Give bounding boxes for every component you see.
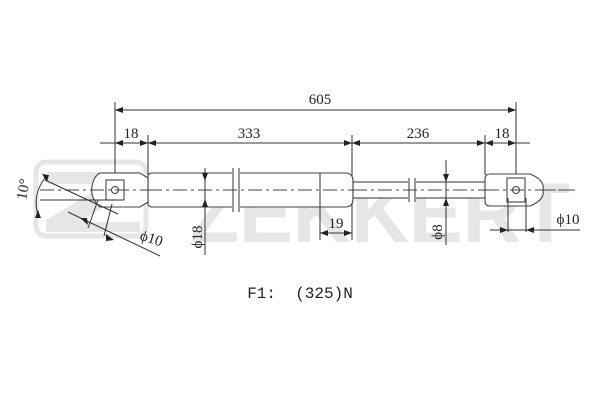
dim-overall: 605 [115, 92, 516, 113]
dim-left-eye-diameter: ϕ10 [67, 199, 165, 257]
dim-rod-diameter: ϕ8 [430, 160, 449, 245]
left-end-length-label: 18 [124, 126, 139, 142]
cylinder-body [147, 168, 354, 212]
rod-diameter-label: ϕ8 [430, 224, 446, 239]
dim-cap-length: 19 [320, 216, 352, 236]
dim-segments: 18 333 236 18 [100, 126, 530, 146]
rod-length-label: 236 [407, 126, 430, 142]
left-eye-diameter-label: ϕ10 [138, 228, 165, 250]
cylinder-diameter-label: ϕ18 [190, 226, 206, 249]
dim-left-angle: 10° [14, 174, 119, 218]
cylinder-length-label: 333 [238, 126, 261, 142]
piston-rod [352, 178, 487, 202]
right-eye-fitting [484, 173, 575, 207]
dim-right-eye-diameter: ϕ10 [490, 198, 580, 233]
force-spec-label: F1: (325)N [247, 285, 353, 303]
left-angle-label: 10° [14, 178, 33, 201]
dim-cylinder-diameter: ϕ18 [190, 168, 208, 255]
overall-length-label: 605 [309, 92, 332, 108]
right-eye-diameter-label: ϕ10 [557, 212, 580, 228]
left-eye-fitting [90, 172, 149, 208]
cap-length-label: 19 [329, 216, 344, 232]
right-end-length-label: 18 [495, 126, 510, 142]
